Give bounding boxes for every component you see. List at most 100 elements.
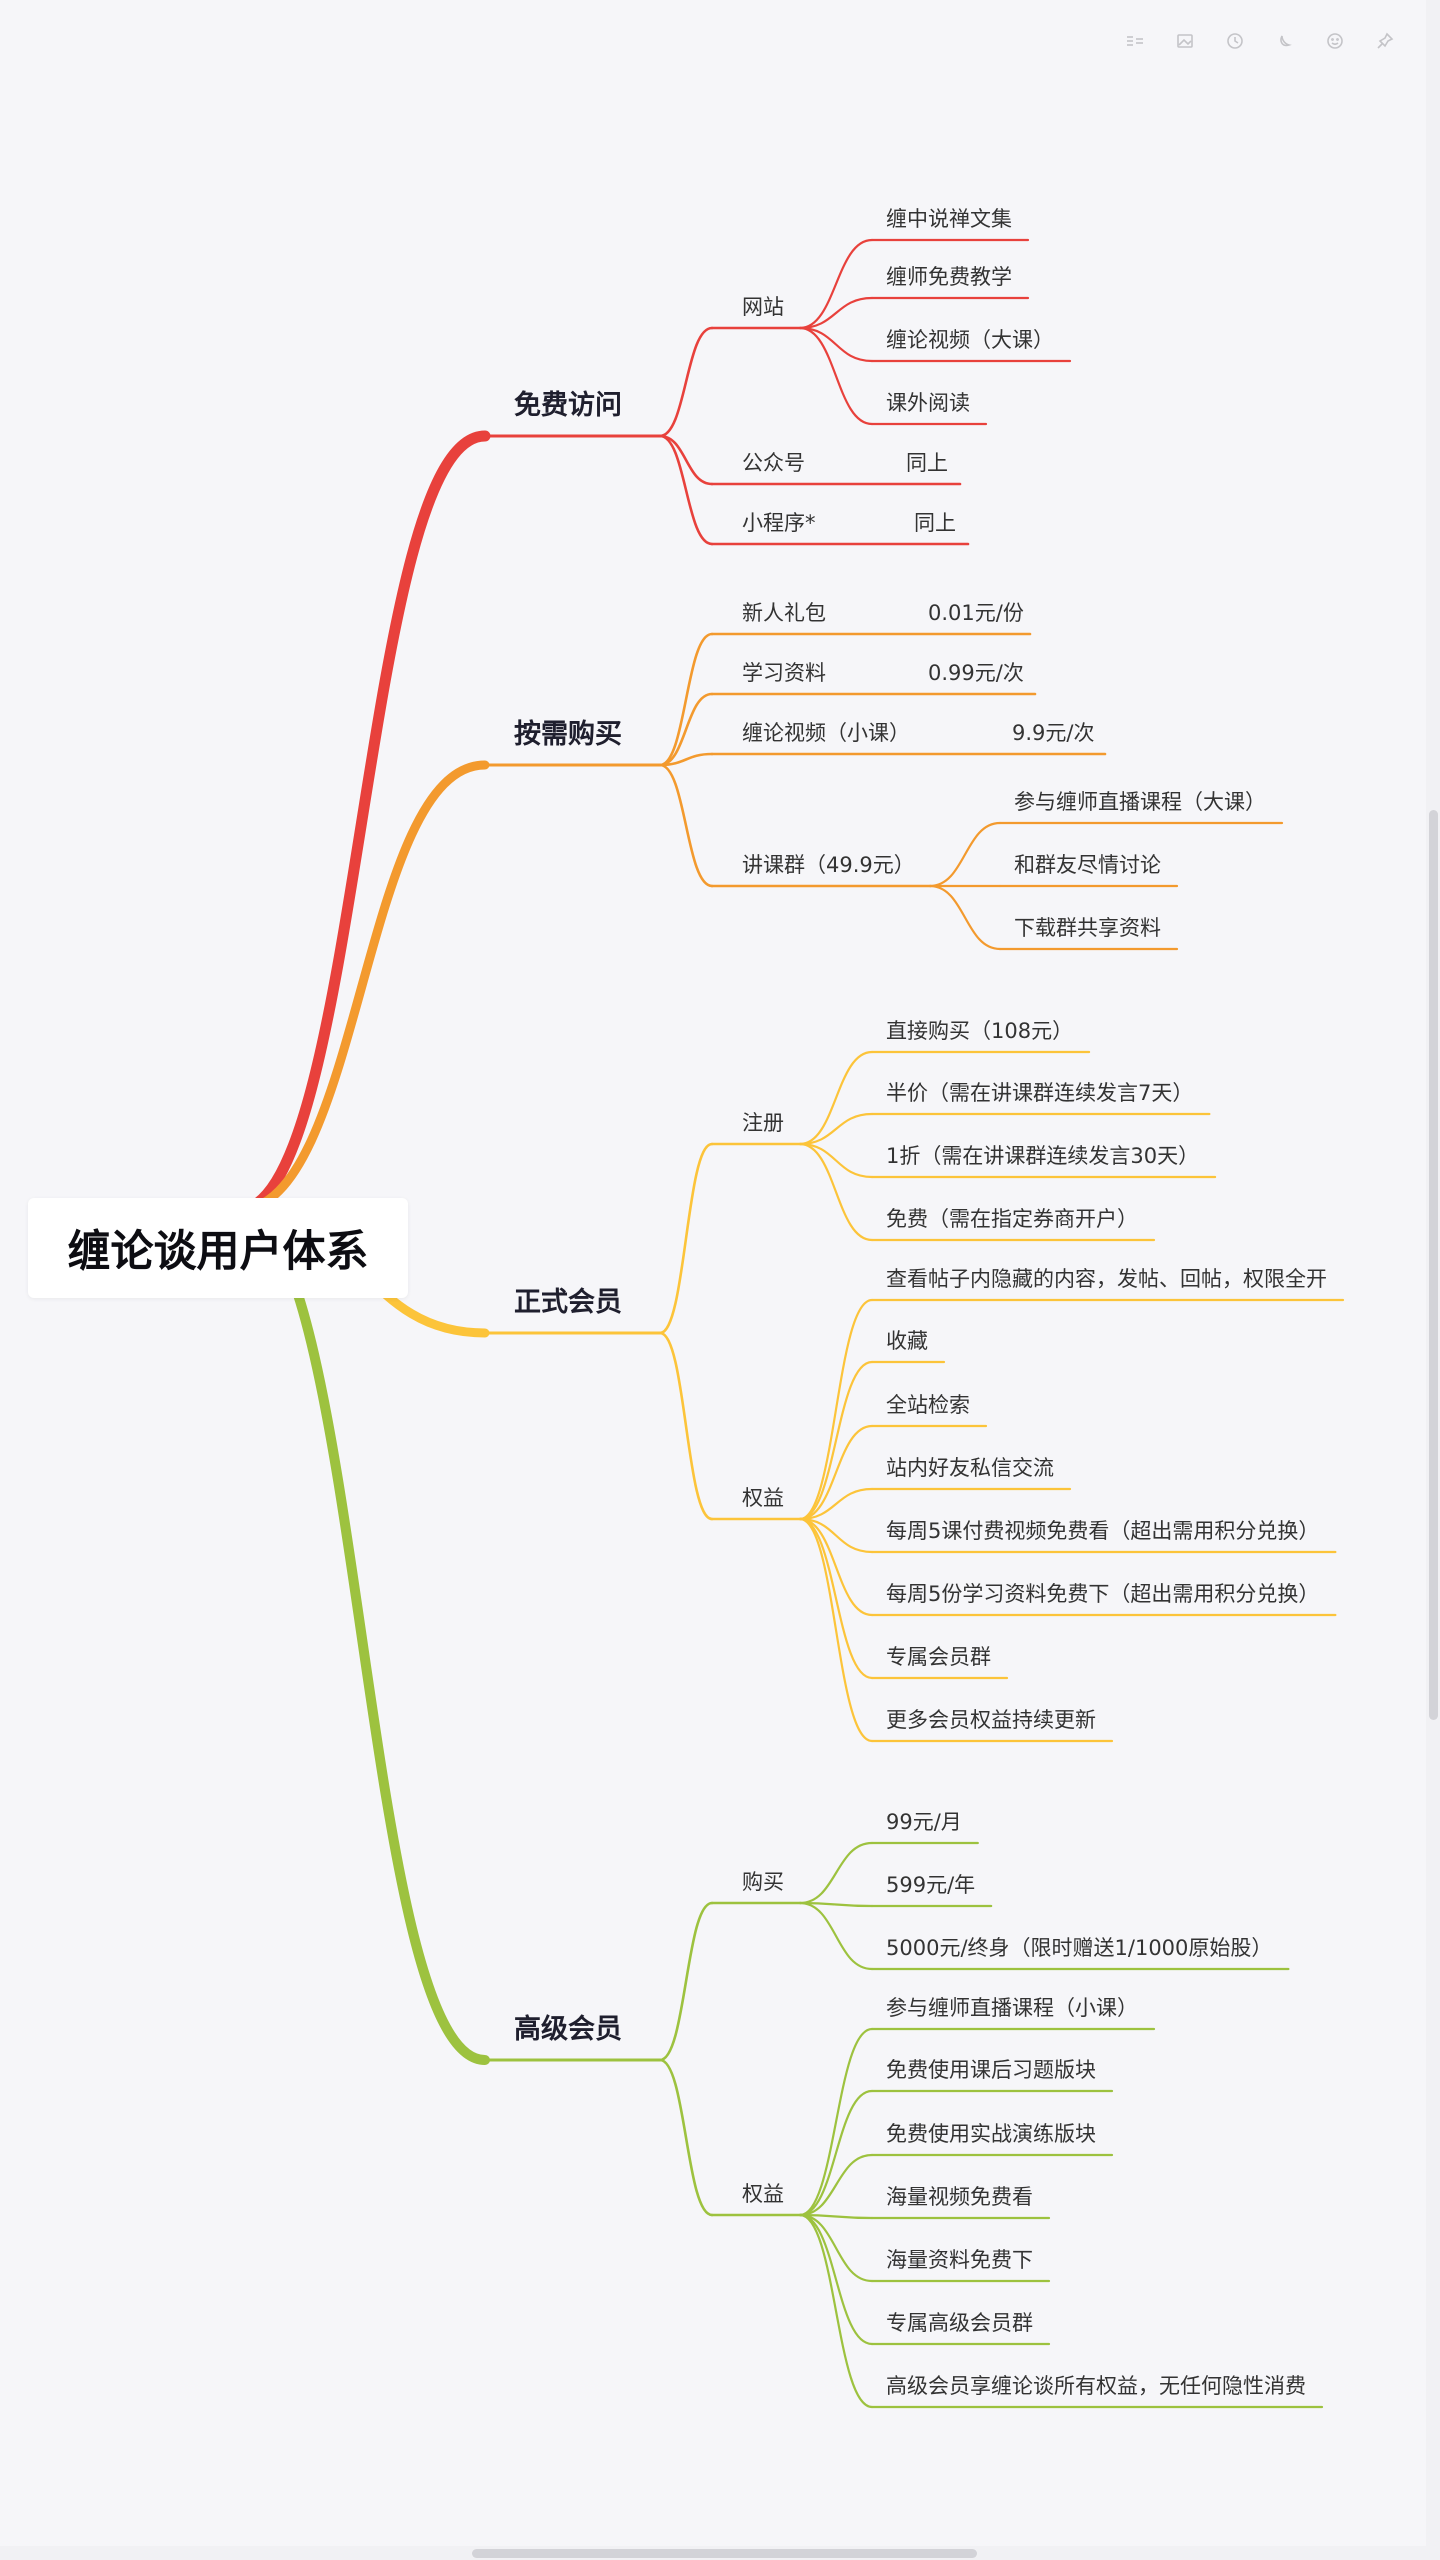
- sub-connector: [658, 763, 714, 888]
- leaf-label[interactable]: 半价（需在讲课群连续发言7天）: [886, 1081, 1193, 1105]
- leaf-value[interactable]: 0.01元/份: [928, 601, 1024, 625]
- sub-connector: [658, 692, 714, 767]
- leaf-connector: [798, 1901, 874, 1908]
- sub-connector: [658, 752, 714, 767]
- leaf-label[interactable]: 站内好友私信交流: [886, 1456, 1054, 1480]
- leaf-label[interactable]: 参与缠师直播课程（小课）: [886, 1996, 1138, 2020]
- branch-4-label[interactable]: 高级会员: [514, 2013, 622, 2045]
- leaf-connector: [798, 1901, 874, 1971]
- leaf-label[interactable]: 课外阅读: [886, 391, 970, 415]
- leaf-label[interactable]: 更多会员权益持续更新: [886, 1708, 1096, 1732]
- root-title: 缠论谈用户体系: [67, 1227, 369, 1277]
- subbranch-label[interactable]: 讲课群（49.9元）: [742, 853, 915, 877]
- leaf-label[interactable]: 专属高级会员群: [886, 2311, 1033, 2335]
- leaf-connector: [798, 1142, 874, 1179]
- vertical-scroll-thumb[interactable]: [1429, 810, 1438, 1720]
- leaf-label[interactable]: 每周5份学习资料免费下（超出需用积分兑换）: [886, 1582, 1319, 1606]
- leaf-label[interactable]: 缠论视频（大课）: [886, 328, 1054, 352]
- leaf-connector: [798, 326, 874, 363]
- vertical-scrollbar[interactable]: [1426, 0, 1440, 2560]
- subbranch-label[interactable]: 网站: [742, 295, 784, 319]
- leaf-connector: [798, 1112, 874, 1146]
- leaf-connector: [798, 2213, 874, 2346]
- trunk-1: [232, 430, 491, 1216]
- trunk-4: [233, 1205, 490, 2065]
- leaf-value[interactable]: 9.9元/次: [1012, 721, 1094, 745]
- leaf-connector: [798, 238, 874, 330]
- leaf-connector: [798, 296, 874, 330]
- leaf-connector: [798, 1517, 874, 1743]
- leaf-label[interactable]: 免费（需在指定券商开户）: [886, 1207, 1138, 1231]
- sub-connector: [658, 2058, 714, 2217]
- subbranch-label[interactable]: 权益: [742, 2182, 784, 2206]
- leaf-connector: [928, 884, 1002, 951]
- sub-connector: [658, 1901, 714, 2062]
- leaf-label[interactable]: 全站检索: [886, 1393, 970, 1417]
- history-icon[interactable]: [1222, 28, 1248, 54]
- image-icon[interactable]: [1172, 28, 1198, 54]
- leaf-label[interactable]: 每周5课付费视频免费看（超出需用积分兑换）: [886, 1519, 1319, 1543]
- leaf-connector: [798, 2153, 874, 2217]
- leaf-connector: [798, 1517, 874, 1680]
- leaf-label[interactable]: 缠中说禅文集: [886, 207, 1012, 231]
- branch-2-label[interactable]: 按需购买: [514, 718, 622, 750]
- leaf-connector: [798, 1487, 874, 1521]
- subbranch-label[interactable]: 学习资料: [742, 661, 826, 685]
- leaf-label[interactable]: 缠师免费教学: [886, 265, 1012, 289]
- leaf-connector: [798, 1517, 874, 1554]
- sub-connector: [658, 1331, 714, 1521]
- leaf-connector: [928, 821, 1002, 888]
- leaf-label[interactable]: 免费使用实战演练版块: [886, 2122, 1096, 2146]
- sub-connector: [658, 434, 714, 486]
- subbranch-label[interactable]: 新人礼包: [742, 601, 826, 625]
- leaf-label[interactable]: 收藏: [886, 1329, 928, 1353]
- leaf-label[interactable]: 99元/月: [886, 1810, 962, 1834]
- leaf-connector: [798, 2027, 874, 2217]
- subbranch-label[interactable]: 权益: [742, 1486, 784, 1510]
- leaf-label[interactable]: 参与缠师直播课程（大课）: [1014, 790, 1266, 814]
- leaf-label[interactable]: 高级会员享缠论谈所有权益，无任何隐性消费: [886, 2374, 1306, 2398]
- sub-connector: [658, 434, 714, 546]
- subbranch-label[interactable]: 小程序*: [742, 511, 816, 535]
- branch-1-label[interactable]: 免费访问: [514, 390, 622, 421]
- theme-icon[interactable]: [1272, 28, 1298, 54]
- subbranch-label[interactable]: 购买: [742, 1870, 784, 1894]
- horizontal-scrollbar[interactable]: [0, 2546, 1440, 2560]
- leaf-connector: [798, 1360, 874, 1521]
- emoji-icon[interactable]: [1322, 28, 1348, 54]
- leaf-label[interactable]: 和群友尽情讨论: [1014, 853, 1161, 877]
- leaf-label[interactable]: 查看帖子内隐藏的内容，发帖、回帖，权限全开: [886, 1267, 1327, 1291]
- leaf-value[interactable]: 同上: [914, 511, 956, 535]
- leaf-connector: [798, 1424, 874, 1521]
- leaf-label[interactable]: 599元/年: [886, 1873, 975, 1897]
- leaf-label[interactable]: 1折（需在讲课群连续发言30天）: [886, 1144, 1199, 1168]
- leaf-connector: [798, 1050, 874, 1146]
- leaf-connector: [798, 1517, 874, 1617]
- leaf-label[interactable]: 下载群共享资料: [1014, 916, 1161, 940]
- leaf-value[interactable]: 0.99元/次: [928, 661, 1024, 685]
- leaf-connector: [798, 2213, 874, 2283]
- horizontal-scroll-thumb[interactable]: [472, 2549, 977, 2558]
- leaf-label[interactable]: 海量视频免费看: [886, 2185, 1033, 2209]
- root-node[interactable]: 缠论谈用户体系: [28, 1198, 408, 1298]
- outline-icon[interactable]: [1122, 28, 1148, 54]
- leaf-connector: [798, 1298, 874, 1521]
- leaf-connector: [798, 1841, 874, 1905]
- leaf-label[interactable]: 海量资料免费下: [886, 2248, 1033, 2272]
- leaf-connector: [798, 2213, 874, 2220]
- subbranch-label[interactable]: 缠论视频（小课）: [742, 721, 910, 745]
- leaf-connector: [798, 1142, 874, 1242]
- pin-icon[interactable]: [1372, 28, 1398, 54]
- subbranch-label[interactable]: 注册: [742, 1111, 784, 1135]
- branch-3-label[interactable]: 正式会员: [514, 1287, 622, 1318]
- leaf-label[interactable]: 直接购买（108元）: [886, 1019, 1073, 1043]
- leaf-label[interactable]: 免费使用课后习题版块: [886, 2058, 1096, 2082]
- leaf-connector: [798, 2089, 874, 2217]
- leaf-label[interactable]: 专属会员群: [886, 1645, 991, 1669]
- leaf-connector: [798, 326, 874, 426]
- subbranch-label[interactable]: 公众号: [742, 451, 805, 475]
- sub-connector: [658, 632, 714, 767]
- leaf-value[interactable]: 同上: [906, 451, 948, 475]
- leaf-label[interactable]: 5000元/终身（限时赠送1/1000原始股）: [886, 1936, 1272, 1960]
